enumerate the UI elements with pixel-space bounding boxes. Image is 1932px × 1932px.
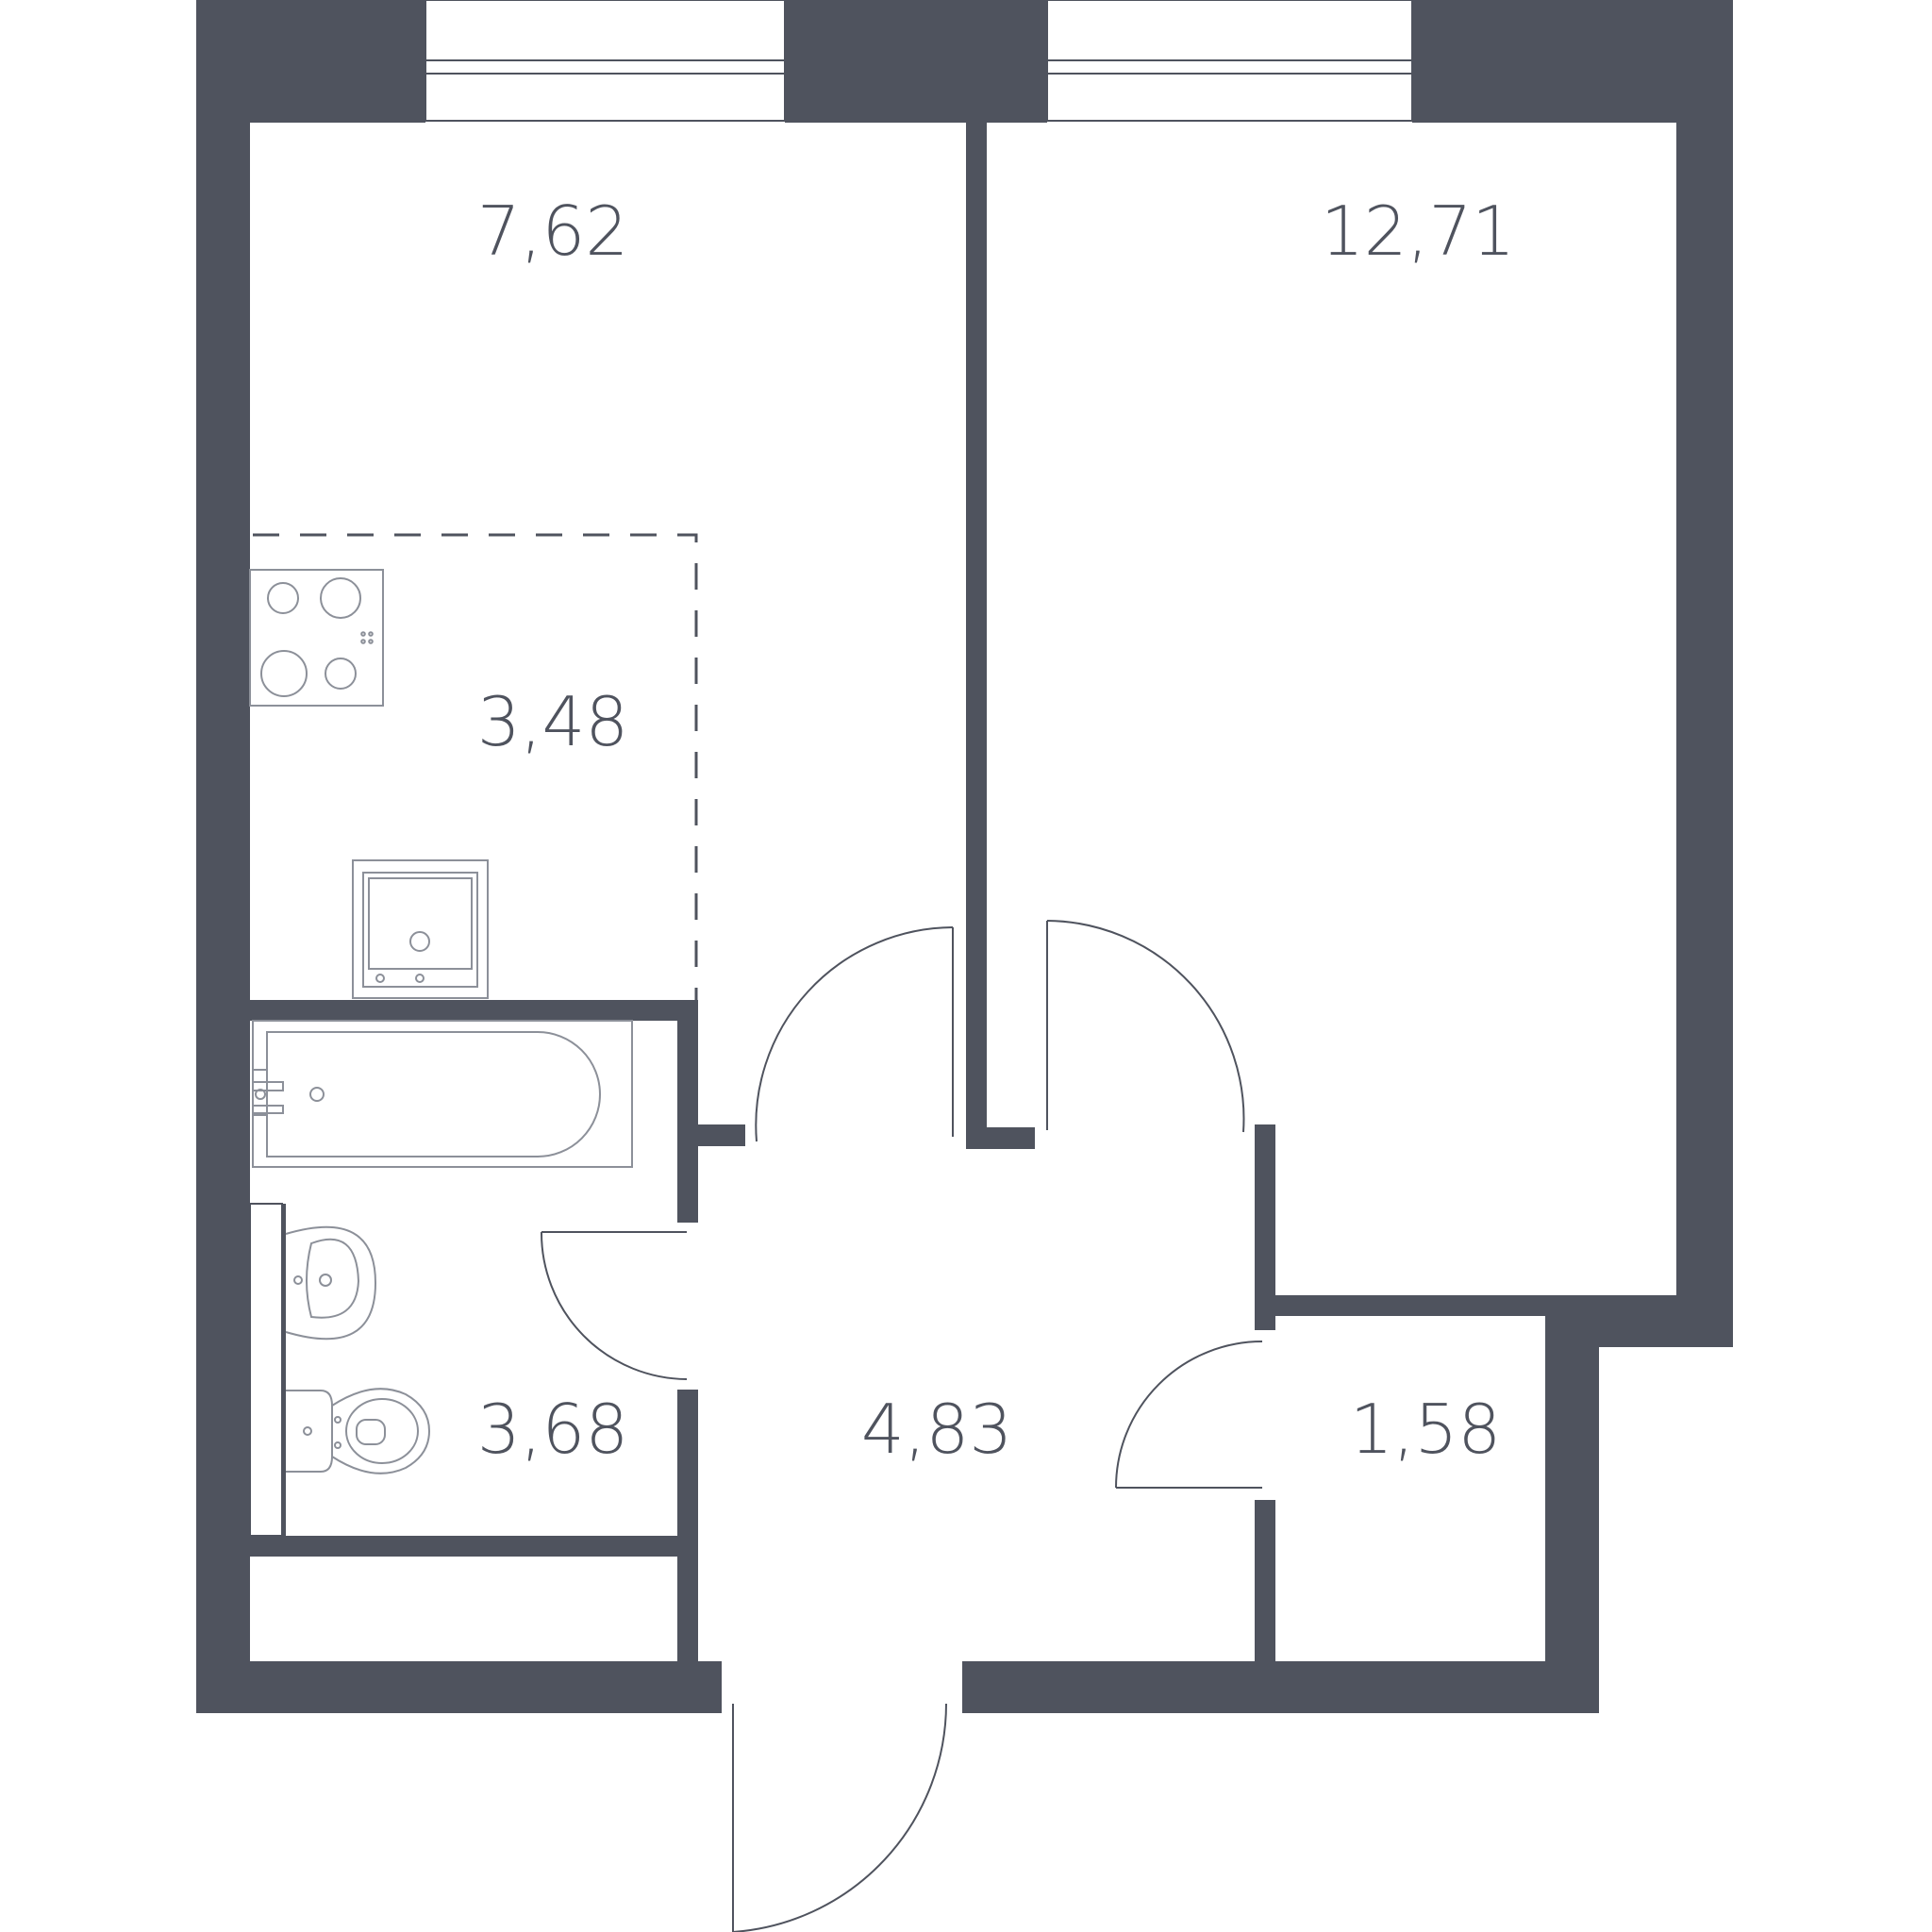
wall-storage-left: [1255, 1500, 1275, 1661]
area-label-kitchen: 7,62: [477, 192, 628, 271]
doors: [540, 920, 1263, 1932]
stove-icon: [249, 569, 384, 707]
windows: [425, 0, 1413, 122]
wall-storage-top: [1255, 1295, 1545, 1316]
wall-bath-right-upper: [677, 1000, 698, 1223]
window-right: [1046, 0, 1413, 122]
window-left: [425, 0, 786, 122]
wall-left: [196, 0, 250, 1713]
door-entrance: [732, 1703, 947, 1932]
area-label-kitchen-zone: 3,48: [477, 682, 628, 761]
bathtub-icon: [252, 1020, 633, 1168]
wall-partition-kitchen-bedroom: [966, 123, 987, 1149]
room-labels: 7,62 12,71 3,48 3,68 4,83 1,58: [477, 192, 1515, 1469]
wall-shaft-edge: [282, 1204, 286, 1536]
door-bedroom: [1046, 920, 1245, 1133]
wall-hall-bedroom: [1255, 1124, 1275, 1330]
area-label-bathroom: 3,68: [477, 1390, 628, 1469]
wall-partition-stub: [966, 1127, 1035, 1149]
door-storage: [1115, 1341, 1263, 1489]
fixtures: [249, 569, 633, 1474]
door-bathroom: [540, 1231, 688, 1380]
sink-icon: [352, 859, 489, 999]
toilet-icon: [286, 1388, 431, 1474]
exterior-walls: [196, 0, 1733, 1713]
wall-bottom-left: [196, 1661, 722, 1713]
wall-bath-stub: [698, 1124, 745, 1146]
area-label-storage: 1,58: [1350, 1390, 1501, 1469]
interior-walls: [249, 123, 1545, 1661]
wall-right-upper: [1676, 0, 1733, 1347]
wall-bottom-right: [962, 1661, 1599, 1713]
washbasin-icon: [285, 1225, 377, 1341]
wall-bath-top: [250, 1000, 698, 1021]
wall-right-lower: [1545, 1295, 1599, 1713]
shaft-left: [249, 1203, 283, 1537]
wall-bath-right-lower: [677, 1390, 698, 1661]
wall-top-middle: [785, 0, 1047, 123]
area-label-hallway: 4,83: [861, 1390, 1012, 1469]
door-kitchen: [755, 926, 954, 1142]
area-label-bedroom: 12,71: [1321, 192, 1515, 271]
kitchen-zone-outline: [253, 533, 698, 1000]
wall-bath-bottom: [250, 1536, 677, 1557]
